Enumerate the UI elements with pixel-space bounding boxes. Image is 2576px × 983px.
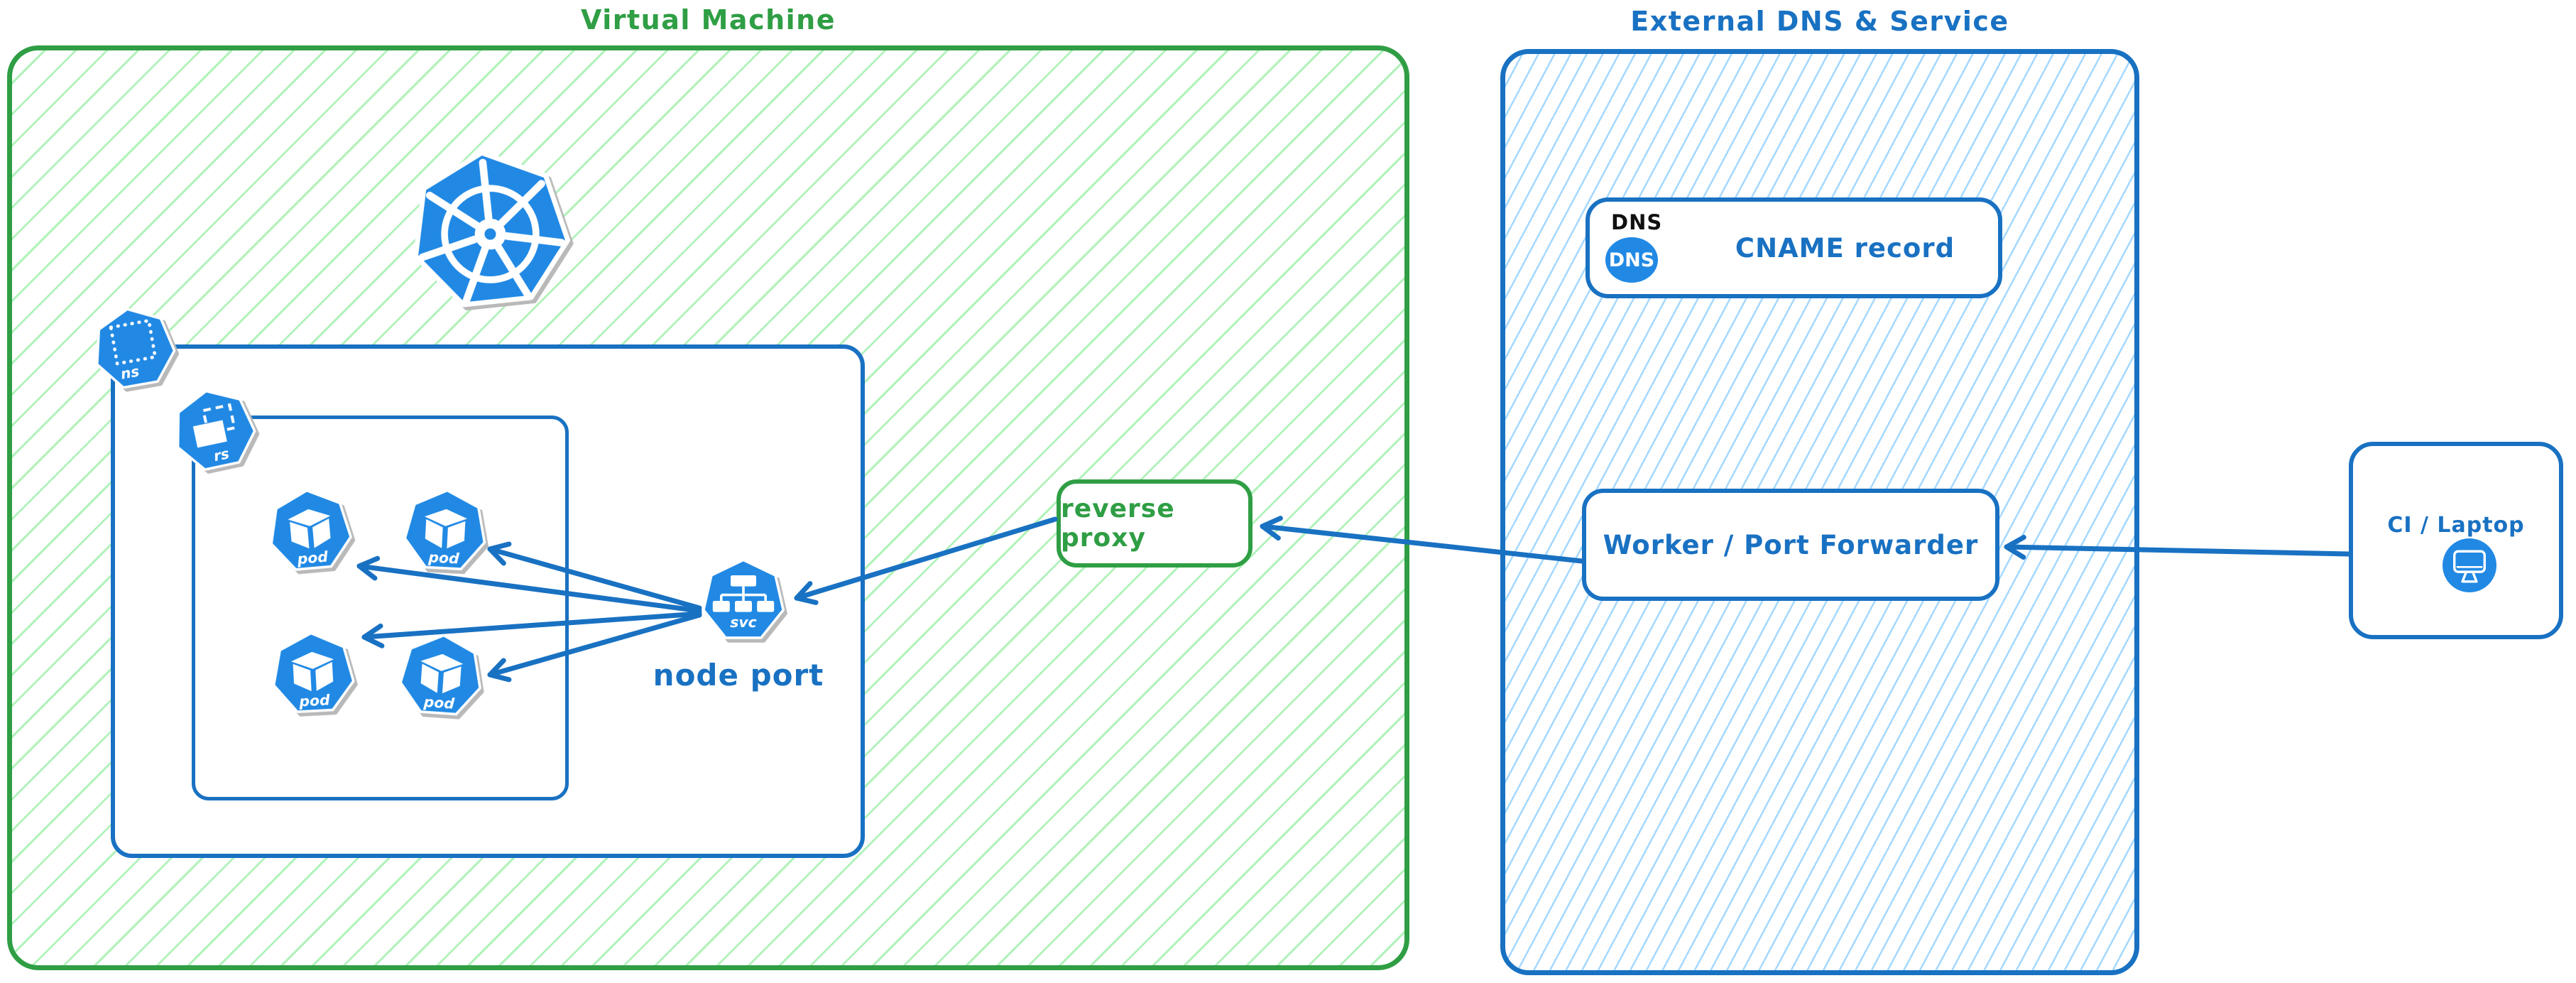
virtual-machine-title: Virtual Machine xyxy=(580,4,836,36)
cname-record-label: CNAME record xyxy=(1735,232,1955,264)
worker-port-forwarder-box: Worker / Port Forwarder xyxy=(1582,489,1999,601)
node-port-label: node port xyxy=(653,658,824,693)
service-icon: svc xyxy=(701,558,786,643)
pod-icon-label: pod xyxy=(422,693,455,712)
monitor-icon xyxy=(2443,538,2496,592)
replicaset-box xyxy=(192,416,569,800)
external-dns-title: External DNS & Service xyxy=(1630,6,2009,37)
dns-badge-label: DNS xyxy=(1608,249,1655,271)
dns-tag: DNS xyxy=(1611,210,1663,234)
namespace-icon: ns xyxy=(86,300,183,398)
ci-laptop-label: CI / Laptop xyxy=(2387,513,2525,538)
pod-icon-label: pod xyxy=(298,691,331,710)
pod-icon-label: pod xyxy=(296,548,329,567)
pod-icon: pod xyxy=(395,631,486,722)
reverse-proxy-box: reverse proxy xyxy=(1057,479,1252,567)
pod-icon-label: pod xyxy=(427,548,460,567)
pod-icon: pod xyxy=(264,485,356,577)
worker-port-forwarder-label: Worker / Port Forwarder xyxy=(1603,529,1979,560)
pod-icon: pod xyxy=(268,629,358,719)
namespace-icon-label: ns xyxy=(119,362,141,382)
replicaset-icon-label: rs xyxy=(212,445,231,465)
ci-laptop-box: CI / Laptop xyxy=(2349,442,2563,639)
service-icon-label: svc xyxy=(730,614,757,631)
kubernetes-icon xyxy=(400,141,580,321)
pod-icon: pod xyxy=(400,487,490,576)
cname-record-box: DNS DNS CNAME record xyxy=(1586,197,2002,298)
dns-badge-icon: DNS xyxy=(1605,237,1658,283)
reverse-proxy-label: reverse proxy xyxy=(1061,494,1175,553)
replicaset-icon: rs xyxy=(165,381,264,480)
